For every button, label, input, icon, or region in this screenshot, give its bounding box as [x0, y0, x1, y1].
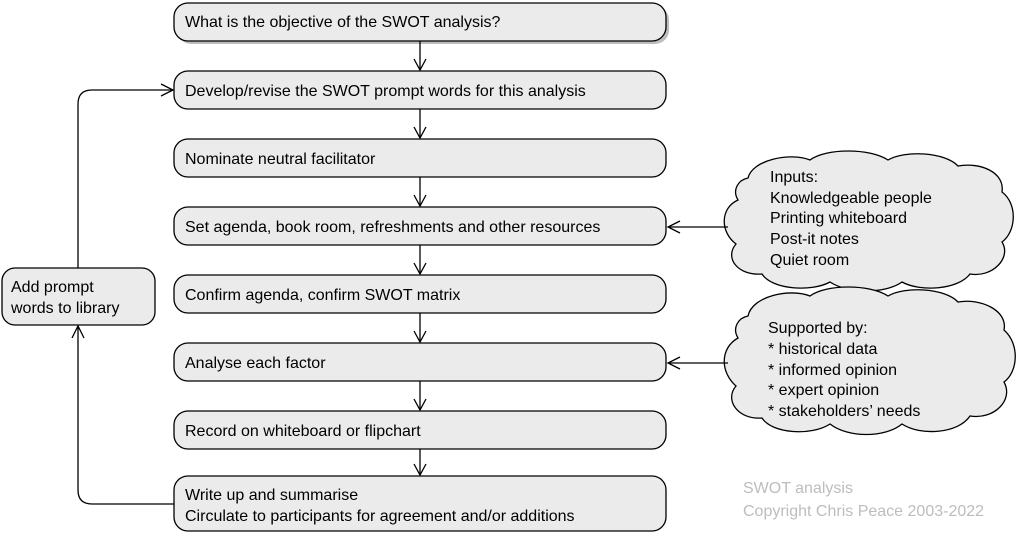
step-label: What is the objective of the SWOT analys…: [185, 14, 501, 31]
step-label: Set agenda, book room, refreshments and …: [185, 219, 600, 236]
step-label: Analyse each factor: [185, 355, 326, 372]
inputs-cloud: Inputs: Knowledgeable people Printing wh…: [723, 150, 1014, 292]
side-box-label-line-2: words to library: [10, 300, 119, 317]
cloud-line: Post-it notes: [770, 231, 859, 248]
down-arrow: [413, 109, 427, 140]
step-label: Confirm agenda, confirm SWOT matrix: [185, 287, 460, 304]
down-arrow: [413, 313, 427, 344]
down-arrow: [413, 245, 427, 276]
step-nominate-facilitator: Nominate neutral facilitator: [173, 138, 667, 178]
add-prompt-words-box: Add prompt words to library: [1, 267, 156, 326]
cloud-line: Knowledgeable people: [770, 190, 932, 207]
step-label: Nominate neutral facilitator: [185, 151, 376, 168]
step-label-line-2: Circulate to participants for agreement …: [185, 508, 575, 525]
step-analyse-factor: Analyse each factor: [173, 342, 667, 382]
arrow-inputs-to-agenda: [666, 220, 728, 234]
step-develop-prompt-words: Develop/revise the SWOT prompt words for…: [173, 70, 667, 110]
cloud-line: * expert opinion: [768, 382, 879, 399]
cloud-line: Supported by:: [768, 320, 868, 337]
side-box-label-line-1: Add prompt: [11, 279, 94, 296]
down-arrows: [413, 41, 427, 477]
cloud-line: Printing whiteboard: [770, 210, 907, 227]
down-arrow: [413, 449, 427, 477]
cloud-line: Quiet room: [770, 252, 849, 269]
cloud-line: * stakeholders’ needs: [768, 403, 920, 420]
cloud-line: * historical data: [768, 341, 877, 358]
supported-by-cloud: Supported by: * historical data * inform…: [723, 286, 1016, 436]
down-arrow: [413, 177, 427, 208]
credit: SWOT analysis Copyright Chris Peace 2003…: [743, 480, 984, 520]
step-label: Develop/revise the SWOT prompt words for…: [185, 83, 586, 100]
step-objective: What is the objective of the SWOT analys…: [173, 2, 669, 44]
step-write-up: Write up and summarise Circulate to part…: [173, 475, 667, 532]
down-arrow: [413, 381, 427, 412]
step-set-agenda: Set agenda, book room, refreshments and …: [173, 206, 667, 246]
cloud-shape: [723, 286, 1016, 436]
cloud-line: Inputs:: [770, 169, 818, 186]
cloud-shape: [723, 150, 1014, 292]
step-record: Record on whiteboard or flipchart: [173, 410, 667, 450]
loop-arrow-to-side-box: [71, 324, 174, 505]
cloud-line: * informed opinion: [768, 362, 897, 379]
credit-title: SWOT analysis: [743, 480, 853, 497]
step-confirm-agenda: Confirm agenda, confirm SWOT matrix: [173, 274, 667, 314]
arrow-supported-to-analyse: [666, 356, 728, 370]
down-arrow: [413, 41, 427, 72]
step-label: Record on whiteboard or flipchart: [185, 423, 421, 440]
step-label-line-1: Write up and summarise: [185, 487, 358, 504]
credit-copyright: Copyright Chris Peace 2003-2022: [743, 503, 984, 520]
loop-arrow-to-develop-step: [77, 83, 175, 268]
